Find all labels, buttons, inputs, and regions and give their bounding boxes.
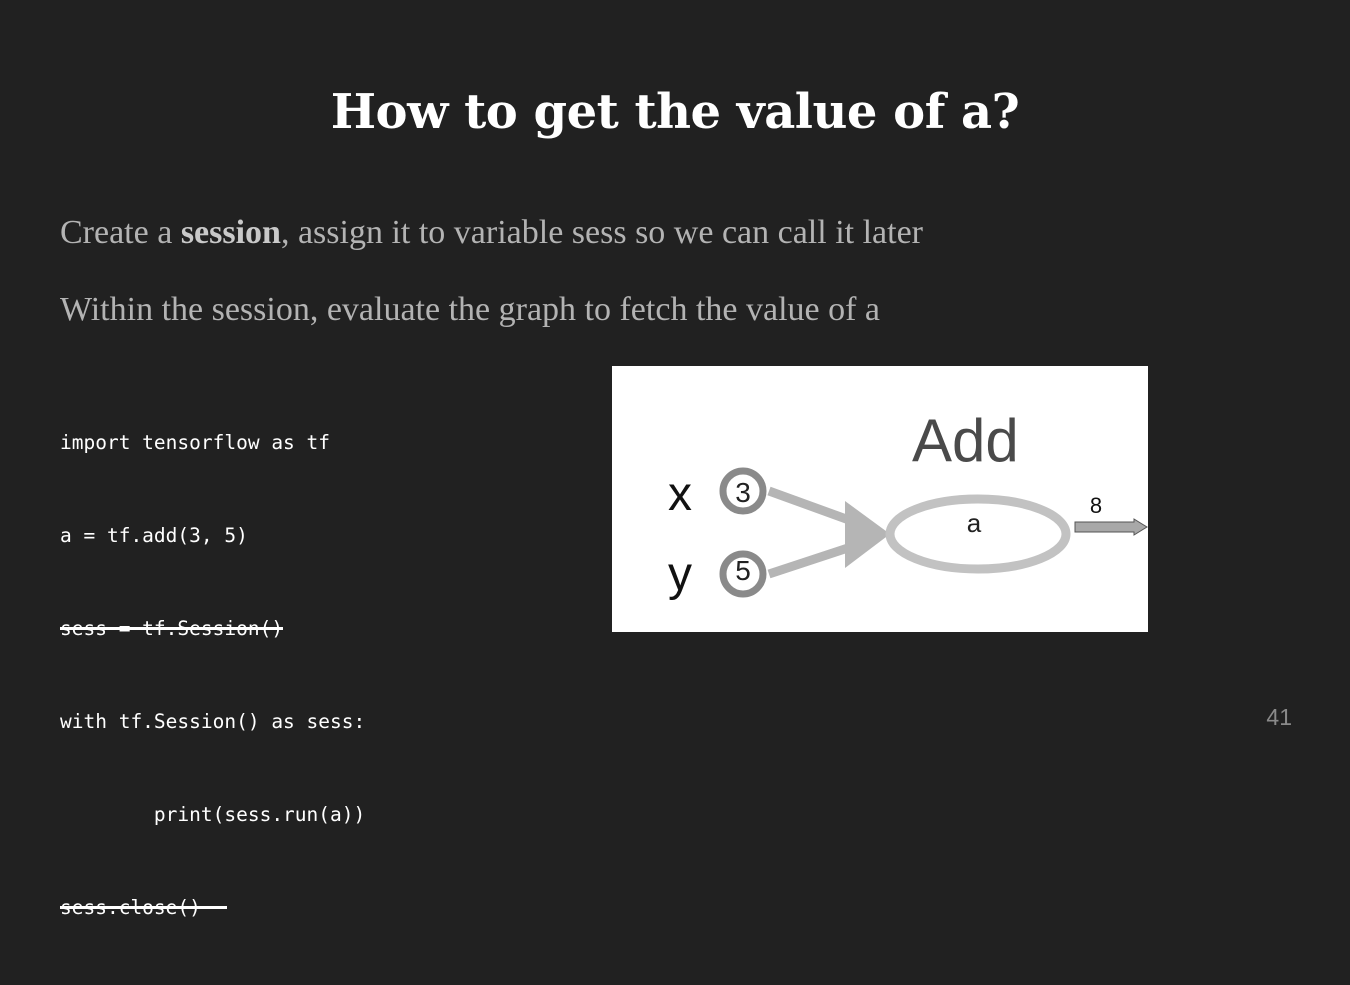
- op-label: Add: [912, 407, 1019, 474]
- input-value-y: 5: [735, 555, 751, 586]
- page-number: 41: [1266, 704, 1292, 730]
- code-text-close-struck: sess.close(): [60, 892, 227, 923]
- input-name-x: x: [668, 468, 692, 521]
- bullet-1-prefix: Create a: [60, 214, 181, 251]
- output-arrow: [1074, 518, 1148, 536]
- code-line-print: print(sess.run(a)): [60, 799, 365, 830]
- input-value-x: 3: [735, 477, 751, 508]
- edge-x-to-add: [767, 486, 862, 529]
- code-line-with: with tf.Session() as sess:: [60, 706, 365, 737]
- code-line-import: import tensorflow as tf: [60, 427, 365, 458]
- code-line-close-struck: sess.close(): [60, 892, 365, 923]
- edge-arrowhead: [845, 501, 890, 568]
- bullet-1-bold: session: [180, 214, 281, 251]
- code-text-add: a = tf.add(3, 5): [60, 524, 248, 547]
- code-text-with: with tf.Session() as sess:: [60, 710, 366, 733]
- slide-title: How to get the value of a?: [330, 84, 1020, 140]
- edge-y-to-add: [767, 539, 862, 579]
- code-text-print: print(sess.run(a)): [60, 803, 366, 826]
- code-line-add: a = tf.add(3, 5): [60, 520, 365, 551]
- code-text-import: import tensorflow as tf: [60, 431, 331, 454]
- graph-diagram: Add a x y 3 5 8: [612, 366, 1148, 632]
- code-line-session-struck: sess = tf.Session(): [60, 613, 365, 644]
- code-block: import tensorflow as tf a = tf.add(3, 5)…: [60, 365, 365, 985]
- input-node-x: [719, 467, 767, 515]
- bullet-1-suffix: , assign it to variable sess so we can c…: [280, 214, 923, 251]
- input-node-y: [719, 550, 767, 598]
- output-value: 8: [1090, 493, 1102, 518]
- node-label-a: a: [967, 508, 982, 538]
- add-op-node: [885, 494, 1071, 574]
- input-name-y: y: [668, 548, 692, 601]
- graph-svg: Add a x y 3 5 8: [668, 407, 1148, 601]
- slide: How to get the value of a? Create a sess…: [60, 84, 1292, 919]
- code-text-session-struck: sess = tf.Session(): [60, 613, 284, 644]
- bullet-create-session: Create a session, assign it to variable …: [60, 213, 923, 253]
- bullet-evaluate-graph: Within the session, evaluate the graph t…: [60, 291, 881, 328]
